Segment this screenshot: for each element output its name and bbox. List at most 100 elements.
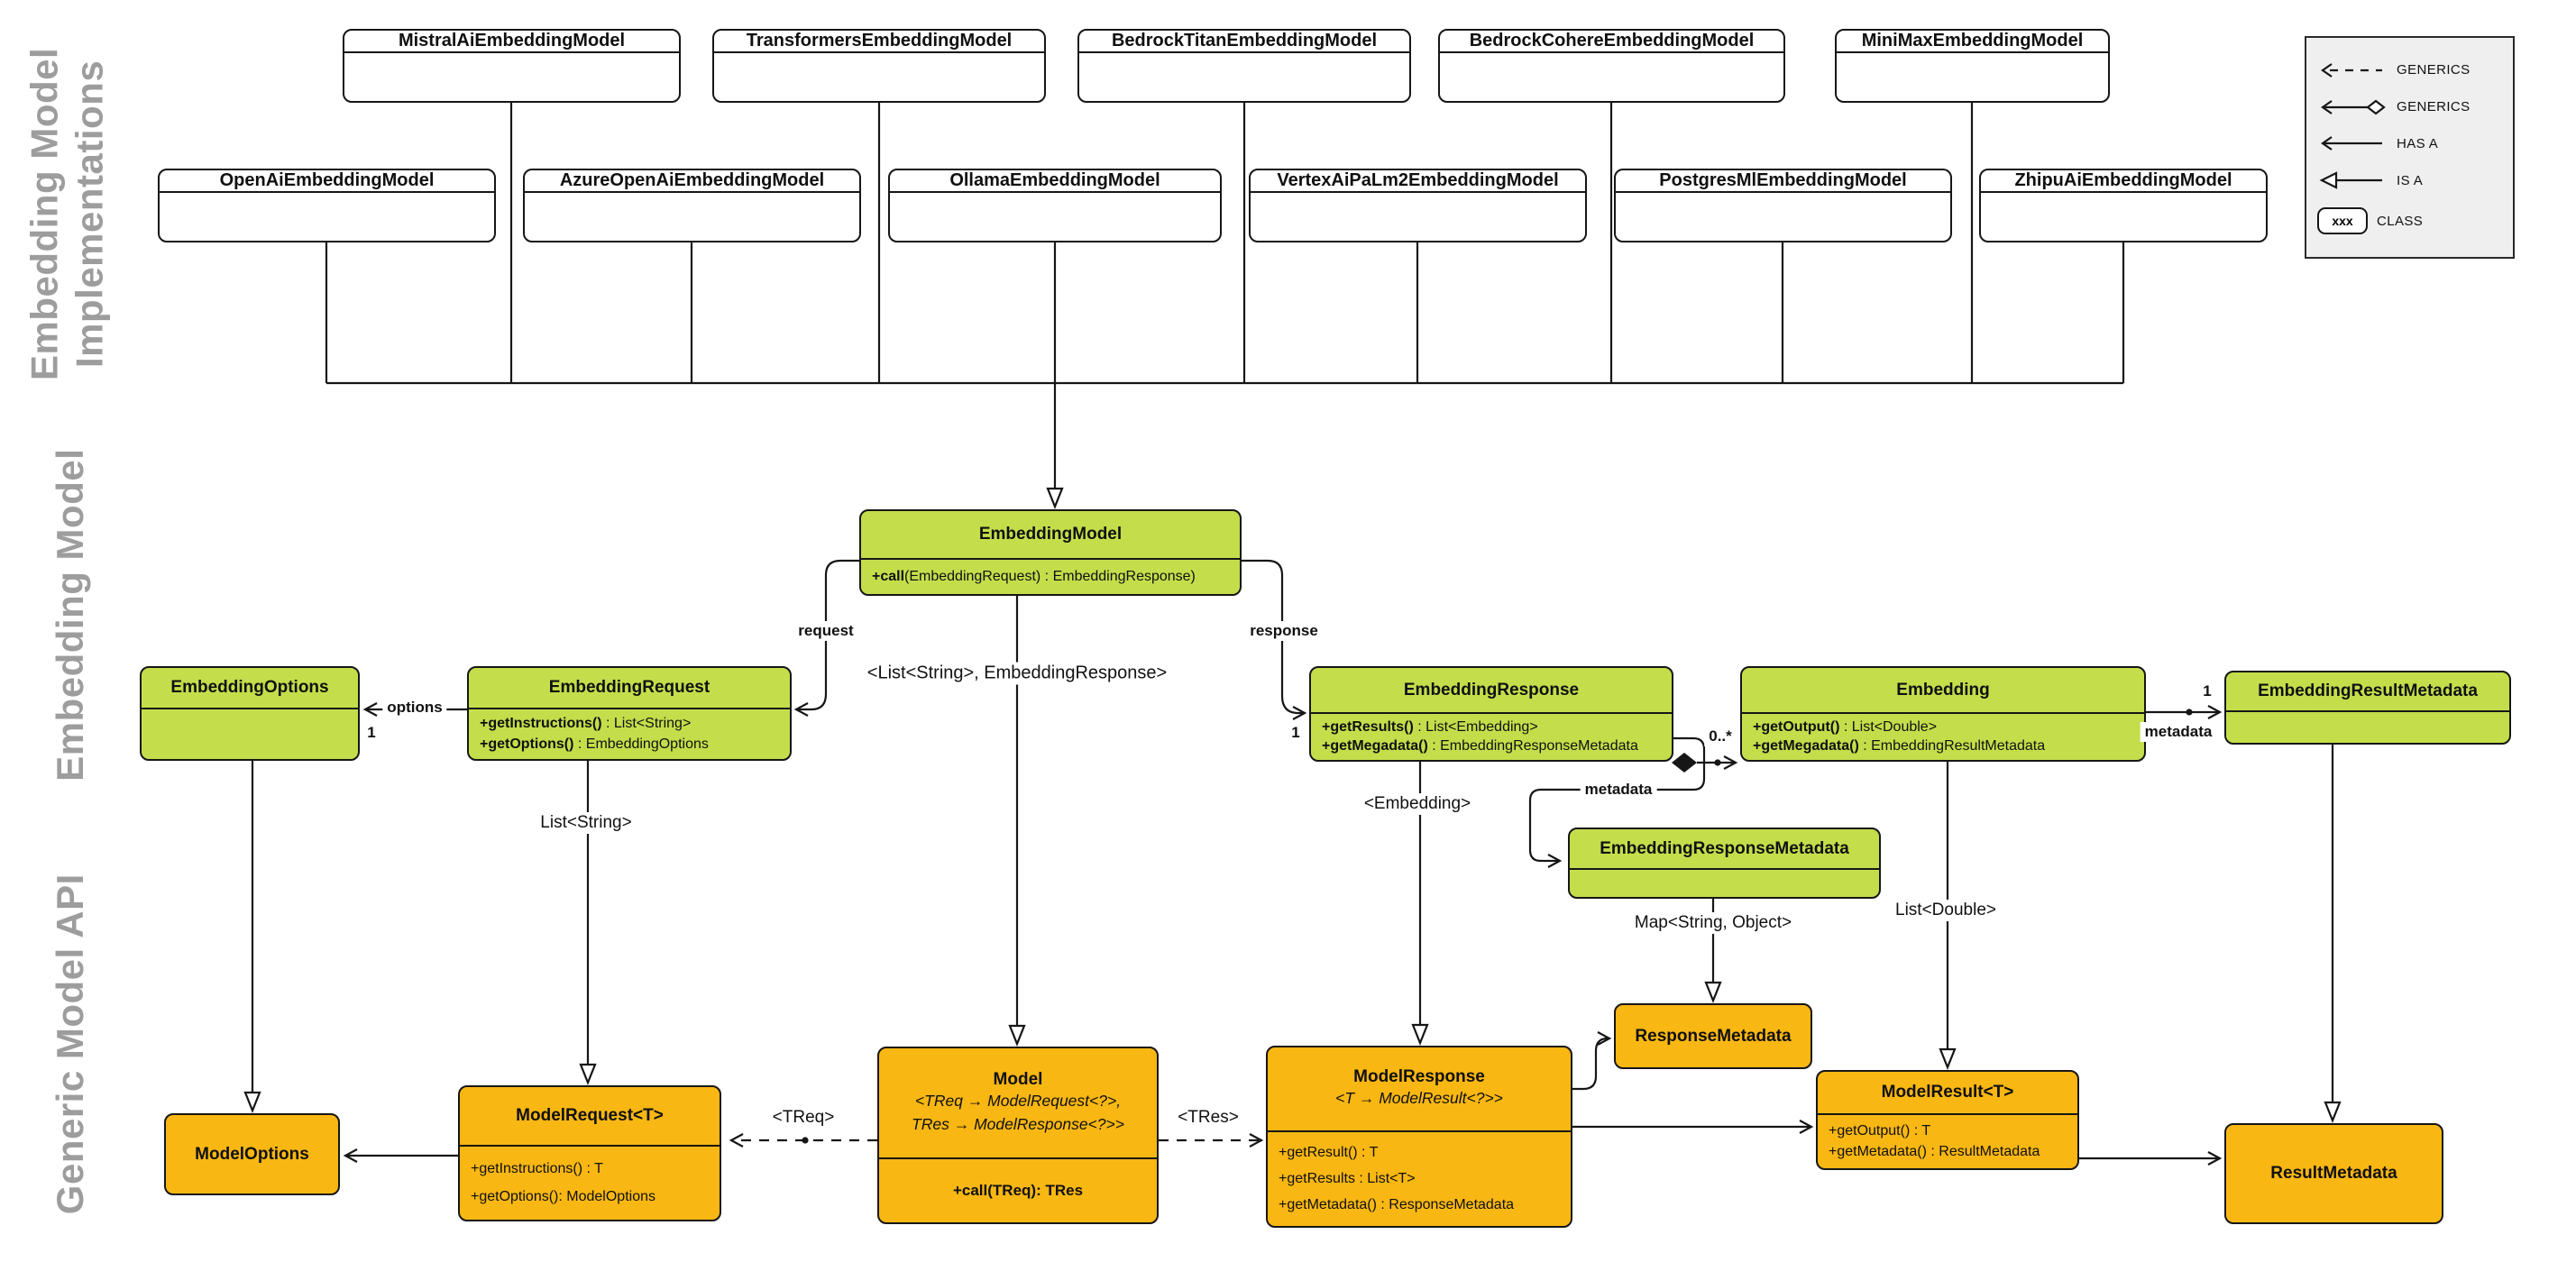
edge-label-metadata-response: metadata [1580,780,1657,800]
class-title: OllamaEmbeddingModel [949,170,1160,190]
class-body [1570,868,1879,897]
legend-label: IS A [2397,172,2424,188]
class-title: ResultMetadata [2270,1164,2397,1183]
method: +getMetadata() : ResponseMetadata [1279,1197,1515,1212]
class-methods: +call(TReq): TRes [879,1157,1157,1222]
class-box-bedrockcohere-embedding-model: BedrockCohereEmbeddingModel [1438,29,1785,103]
generic-label-model: <List<String>, EmbeddingResponse> [862,662,1172,685]
class-generics-line: <T → ModelResult<?>> [1335,1089,1503,1108]
class-generics-line: TRes → ModelResponse<?>> [912,1114,1124,1133]
multiplicity-response: 1 [1287,723,1305,743]
method: +getInstructions() : List<String> [480,716,692,732]
generic-label-treq: <TReq> [767,1107,839,1129]
multiplicity-options: 1 [362,723,380,743]
class-generics-line: <TReq → ModelRequest<?>, [914,1092,1122,1111]
class-box-mistralai-embedding-model: MistralAiEmbeddingModel [343,29,681,103]
method: +getMetadata() : ResultMetadata [1829,1144,2040,1160]
legend-label: GENERICS [2397,62,2471,78]
class-body [142,708,358,759]
multiplicity-metadata: 1 [2198,681,2216,701]
class-title: ModelOptions [195,1144,309,1164]
method: +getOptions(): ModelOptions [471,1189,655,1204]
class-title: EmbeddingResponse [1403,680,1580,700]
class-box-embedding-request: EmbeddingRequest +getInstructions() : Li… [467,666,792,761]
method: +getOutput() : List<Double> [1753,719,1938,735]
class-title: EmbeddingRequest [548,678,710,697]
legend-row-generics-diamond: GENERICS [2317,97,2502,117]
generic-label-list-string: List<String> [536,812,637,834]
class-methods: +getOutput() : List<Double> +getMegadata… [1742,712,2144,760]
method: +call(TReq): TRes [952,1182,1084,1199]
class-title: EmbeddingOptions [170,678,329,697]
class-methods: +getInstructions() : T +getOptions(): Mo… [460,1145,720,1220]
generic-label-embedding: <Embedding> [1359,793,1476,815]
class-box-model-options: ModelOptions [164,1113,340,1195]
class-box-model-request: ModelRequest<T> +getInstructions() : T +… [458,1085,721,1221]
class-box-vertexaipalm2-embedding-model: VertexAiPaLm2EmbeddingModel [1249,169,1587,242]
class-box-bedrocktitan-embedding-model: BedrockTitanEmbeddingModel [1077,29,1411,103]
has-a-arrow-icon [2321,136,2382,151]
class-body [1981,191,2266,241]
class-title-block: ModelResponse <T → ModelResult<?>> [1268,1047,1571,1130]
multiplicity-zero-many: 0..* [1704,727,1737,746]
legend-row-generics-dashed: GENERICS [2317,60,2502,80]
class-title: BedrockCohereEmbeddingModel [1469,31,1755,50]
is-a-arrow-icon [2319,171,2382,190]
class-title: ModelResult<T> [1881,1083,2014,1102]
class-methods: +getOutput() : T +getMetadata() : Result… [1818,1113,2077,1168]
class-body [2226,710,2509,743]
generic-label-map-string-object: Map<String, Object> [1629,912,1797,934]
class-box-azureopenai-embedding-model: AzureOpenAiEmbeddingModel [523,169,861,242]
class-title: AzureOpenAiEmbeddingModel [559,170,825,190]
class-box-model-response: ModelResponse <T → ModelResult<?>> +getR… [1266,1046,1572,1228]
method: +getResults() : List<Embedding> [1322,719,1538,735]
class-title: ZhipuAiEmbeddingModel [2014,170,2232,190]
edge-label-metadata-embedding: metadata [2140,722,2217,742]
dot-treq [802,1137,809,1144]
legend-row-is-a: IS A [2317,170,2502,190]
class-title: ModelResponse [1353,1067,1485,1087]
class-box-model-result: ModelResult<T> +getOutput() : T +getMeta… [1816,1070,2079,1170]
class-box-ollama-embedding-model: OllamaEmbeddingModel [888,169,1222,242]
class-methods: +getResult() : T +getResults : List<T> +… [1268,1130,1571,1226]
class-title: MiniMaxEmbeddingModel [1861,31,2084,50]
class-title: EmbeddingModel [978,525,1123,544]
method: +getOptions() : EmbeddingOptions [480,736,709,752]
class-body [1440,51,1783,101]
edge-label-options: options [382,698,447,718]
legend-label: CLASS [2377,213,2424,229]
hasa-modelresponse-responsemetadata [1572,1031,1612,1091]
class-body [714,51,1044,101]
class-body [160,191,494,241]
method: +call(EmbeddingRequest) : EmbeddingRespo… [872,569,1196,584]
generics-dashed-arrow-icon [2321,62,2382,78]
class-title: ResponseMetadata [1635,1026,1792,1046]
class-body [1616,191,1950,241]
class-box-embedding-result-metadata: EmbeddingResultMetadata [2224,671,2511,745]
class-title: MistralAiEmbeddingModel [398,31,626,50]
class-body [344,51,679,101]
class-box-response-metadata: ResponseMetadata [1614,1003,1812,1069]
generic-label-tres: <TRes> [1173,1107,1243,1129]
method: +getMegadata() : EmbeddingResultMetadata [1753,738,2046,754]
legend-row-has-a: HAS A [2317,133,2502,153]
class-title: EmbeddingResultMetadata [2258,681,2478,700]
class-box-postgresml-embedding-model: PostgresMlEmbeddingModel [1614,169,1952,242]
composition-diamond [1672,753,1697,773]
class-box-model: Model <TReq → ModelRequest<?>, TRes → Mo… [877,1047,1159,1224]
dot-composition [1714,759,1721,766]
class-title: Embedding [1896,680,1990,700]
impl-trunk [325,103,2125,385]
class-box-result-metadata: ResultMetadata [2224,1123,2443,1224]
class-box-transformers-embedding-model: TransformersEmbeddingModel [712,29,1046,103]
class-box-zhipuai-embedding-model: ZhipuAiEmbeddingModel [1979,169,2268,242]
class-title: VertexAiPaLm2EmbeddingModel [1277,170,1559,190]
method: +getInstructions() : T [471,1161,603,1176]
class-methods: +getResults() : List<Embedding> +getMega… [1311,712,1672,760]
method: +getMegadata() : EmbeddingResponseMetada… [1322,738,1638,754]
class-body [525,191,859,241]
class-box-embedding-model: EmbeddingModel +call(EmbeddingRequest) :… [859,509,1242,596]
dot-metadata [2186,709,2193,716]
legend-row-class: xxx CLASS [2317,207,2502,235]
